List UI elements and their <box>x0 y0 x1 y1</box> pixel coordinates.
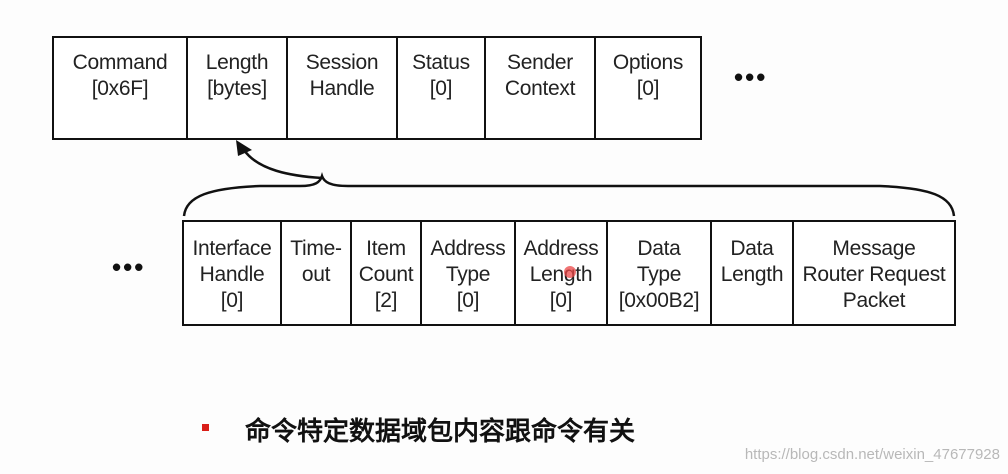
header-cell-status: Status [0] <box>398 38 486 138</box>
data-cell-timeout: Time- out <box>282 222 352 324</box>
caption-text: 命令特定数据域包内容跟命令有关 <box>245 417 636 447</box>
arrow-head <box>236 140 252 156</box>
data-cell-data-length: Data Length <box>712 222 794 324</box>
brace-path <box>182 172 956 217</box>
header-cell-session-handle: Session Handle <box>288 38 398 138</box>
data-cell-interface-handle: Interface Handle [0] <box>184 222 282 324</box>
header-ellipsis: ••• <box>734 62 768 92</box>
mouse-pointer-dot <box>564 266 576 278</box>
watermark-url: https://blog.csdn.net/weixin_47677928 <box>744 446 1000 463</box>
header-cell-options: Options [0] <box>612 51 684 100</box>
header-cell-sender-context: Sender Context <box>486 38 596 138</box>
bullet-marker <box>202 424 209 431</box>
data-cell-data-type: Data Type [0x00B2] <box>608 222 712 324</box>
encapsulation-header-row: Command [0x6F] Length [bytes] Session Ha… <box>52 36 702 140</box>
data-row-ellipsis: ••• <box>112 252 146 282</box>
data-cell-item-count: Item Count [2] <box>352 222 422 324</box>
arrow-curve <box>242 149 323 180</box>
header-cell-command: Command [0x6F] <box>54 38 188 138</box>
data-cell-message-router-request-packet: Message Router Request Packet <box>802 237 946 312</box>
data-cell-address-type: Address Type [0] <box>422 222 516 324</box>
data-cell-address-length: Address Length [0] <box>516 222 608 324</box>
header-cell-length: Length [bytes] <box>188 38 288 138</box>
